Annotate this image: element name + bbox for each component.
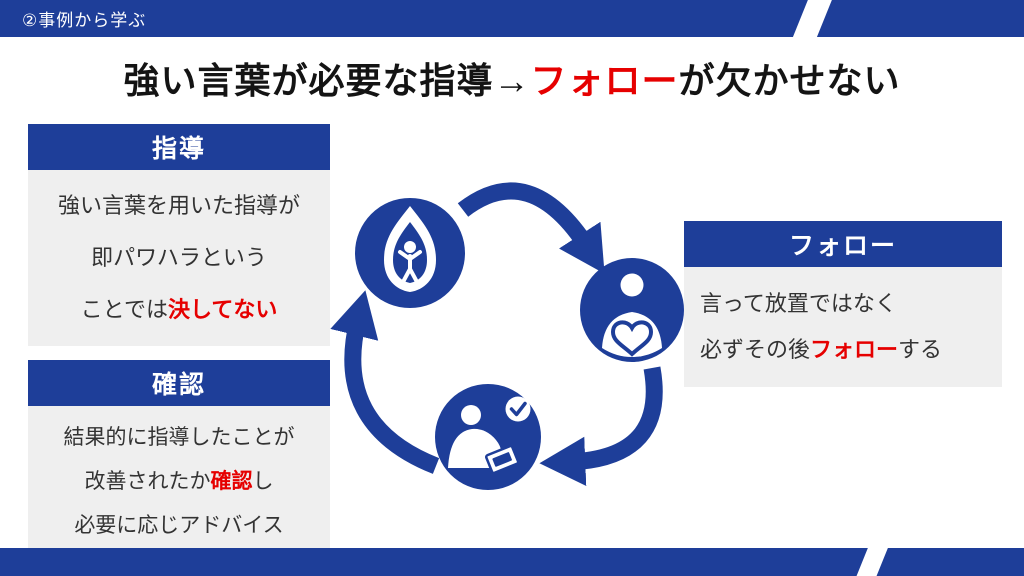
guidance-card: 指導 強い言葉を用いた指導が 即パワハラという ことでは決してない (28, 124, 330, 346)
follow-line-2-emphasis: フォロー (810, 337, 899, 362)
follow-card-body: 言って放置ではなく 必ずその後フォローする (684, 267, 1002, 387)
guidance-line-3: ことでは決してない (34, 284, 324, 336)
follow-card-header: フォロー (684, 221, 1002, 267)
confirm-line-2-pre: 改善されたか (84, 470, 211, 493)
guidance-line-3-pre: ことでは (80, 297, 168, 322)
follow-line-2-post: する (898, 337, 943, 362)
confirm-line-2: 改善されたか確認し (34, 460, 324, 504)
title-part2: が欠かせない (678, 60, 901, 101)
follow-line-2-pre: 必ずその後 (700, 337, 811, 362)
bottom-banner-diagonal-divider (852, 540, 892, 576)
follow-line-1: 言って放置ではなく (700, 291, 897, 316)
confirm-card: 確認 結果的に指導したことが 改善されたか確認し 必要に応じアドバイス (28, 360, 330, 558)
follow-card: フォロー 言って放置ではなく 必ずその後フォローする (684, 221, 1002, 387)
guidance-line-3-emphasis: 決してない (168, 297, 278, 322)
confirm-check-person-icon (435, 384, 541, 490)
top-banner-label: ②事例から学ぶ (22, 11, 147, 30)
confirm-line-1: 結果的に指導したことが (63, 426, 295, 449)
follow-care-person-icon (580, 258, 684, 362)
title-highlight: フォロー (530, 60, 679, 101)
guidance-line-1: 強い言葉を用いた指導が (57, 193, 300, 218)
slide-title: 強い言葉が必要な指導→フォローが欠かせない (0, 52, 1024, 104)
title-part1: 強い言葉が必要な指導→ (123, 60, 531, 101)
cycle-arrow-left (330, 290, 440, 474)
cycle-arrow-top (457, 182, 605, 274)
confirm-line-3: 必要に応じアドバイス (74, 514, 284, 537)
top-banner: ②事例から学ぶ (0, 0, 1024, 47)
confirm-card-body: 結果的に指導したことが 改善されたか確認し 必要に応じアドバイス (28, 406, 330, 558)
guidance-card-header: 指導 (28, 124, 330, 170)
guidance-line-2: 即パワハラという (91, 245, 267, 270)
cycle-diagram (330, 182, 684, 490)
confirm-card-header: 確認 (28, 360, 330, 406)
cycle-arrow-right (539, 366, 663, 486)
top-banner-diagonal-divider (788, 0, 836, 47)
guidance-card-body: 強い言葉を用いた指導が 即パワハラという ことでは決してない (28, 170, 330, 346)
confirm-line-2-emphasis: 確認 (210, 470, 253, 493)
follow-line-2: 必ずその後フォローする (700, 327, 996, 373)
bottom-banner (0, 540, 1024, 576)
confirm-line-2-post: し (252, 470, 274, 493)
anger-flame-person-icon (355, 198, 465, 308)
